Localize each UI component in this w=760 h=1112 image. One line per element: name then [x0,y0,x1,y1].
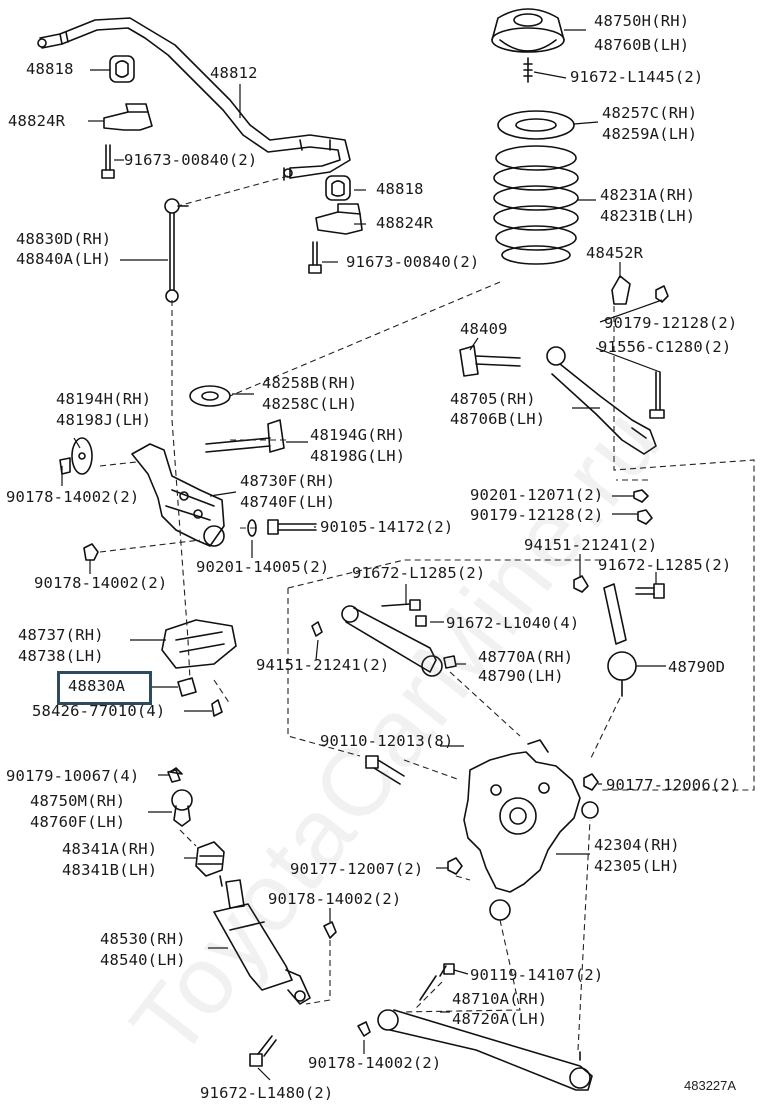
label-42305: 42305(LH) [594,857,680,875]
label-48231B: 48231B(LH) [600,207,696,225]
cam-drawing [71,437,93,475]
bound-stopper-drawing [195,841,225,887]
label-90178-14002-d: 90178-14002(2) [308,1054,442,1072]
label-48720A: 48720A(LH) [452,1010,548,1028]
label-48231A: 48231A(RH) [600,186,696,204]
label-48738: 48738(LH) [18,647,104,665]
strut-rod-drawing [603,583,665,697]
cam-plate-drawing [189,385,231,407]
label-48790D: 48790D [668,658,726,676]
highlighted-part-box [57,671,152,705]
label-48740F: 48740F(LH) [240,493,336,511]
ball-joint-drawing [167,769,193,827]
label-90177-12007: 90177-12007(2) [290,860,424,878]
label-48760F: 48760F(LH) [30,813,126,831]
label-48770A: 48770A(RH) [478,648,574,666]
label-91672-L1285-b: 91672-L1285(2) [598,556,732,574]
label-48830A: 48830A [68,677,126,695]
label-48760B: 48760B(LH) [594,36,690,54]
label-48840A: 48840A(LH) [16,250,112,268]
label-48198G: 48198G(LH) [310,447,406,465]
label-48540: 48540(LH) [100,951,186,969]
label-90179-12128-a: 90179-12128(2) [604,314,738,332]
label-90179-12128-b: 90179-12128(2) [470,506,604,524]
label-90110-12013: 90110-12013(8) [320,732,454,750]
label-90105-14172: 90105-14172(2) [320,518,454,536]
lower-arm-cover-drawing [161,619,237,669]
label-48710A: 48710A(RH) [452,990,548,1008]
label-90178-14002-c: 90178-14002(2) [268,890,402,908]
label-94151-21241-a: 94151-21241(2) [524,536,658,554]
label-48812: 48812 [210,64,258,82]
label-48750H: 48750H(RH) [594,12,690,30]
label-48257C: 48257C(RH) [602,104,698,122]
label-91672-L1040: 91672-L1040(4) [446,614,580,632]
label-48194H: 48194H(RH) [56,390,152,408]
label-48530: 48530(RH) [100,930,186,948]
label-94151-21241-b: 94151-21241(2) [256,656,390,674]
label-90178-14002-a: 90178-14002(2) [6,488,140,506]
label-90178-14002-b: 90178-14002(2) [34,574,168,592]
shock-bolt-drawing [249,1035,277,1067]
label-48258B: 48258B(RH) [262,374,358,392]
toe-control-link-drawing [311,599,457,677]
label-48824R-a: 48824R [8,112,66,130]
label-91556-C1280: 91556-C1280(2) [598,338,732,356]
steering-knuckle-drawing [463,739,599,921]
stabilizer-bushing-drawing [109,55,351,201]
label-90179-10067: 90179-10067(4) [6,767,140,785]
shock-absorber-drawing [213,879,311,1005]
label-48830D: 48830D(RH) [16,230,112,248]
stabilizer-bar-drawing [37,17,351,181]
label-48790: 48790(LH) [478,667,564,685]
bump-stopper-drawing [611,275,631,305]
coil-spring-drawing [493,145,579,265]
label-48194G: 48194G(RH) [310,426,406,444]
knuckle-bolt-drawing [365,755,405,785]
stabilizer-link-drawing [164,198,189,303]
bracket-bolt-drawing [101,144,322,274]
upper-support-drawing [491,8,565,83]
spring-insulator-drawing [497,110,575,140]
assembly-dash-lines [99,175,755,1051]
bushing-bracket-drawing [103,103,363,235]
label-91672-L1285-a: 91672-L1285(2) [352,564,486,582]
adjusting-bolt-drawing [459,345,521,377]
label-42304: 42304(RH) [594,836,680,854]
label-48824R-b: 48824R [376,214,434,232]
label-90177-12006: 90177-12006(2) [606,776,740,794]
label-90201-14005: 90201-14005(2) [196,558,330,576]
lower-control-arm-drawing [357,963,593,1091]
label-48259A: 48259A(LH) [602,125,698,143]
label-91673-00840-b: 91673-00840(2) [346,253,480,271]
label-90201-12071: 90201-12071(2) [470,486,604,504]
lower-arm-drawing [131,443,225,547]
label-58426-77010: 58426-77010(4) [32,702,166,720]
label-48818-a: 48818 [26,60,74,78]
label-48341A: 48341A(RH) [62,840,158,858]
label-48737: 48737(RH) [18,626,104,644]
label-90119-14107: 90119-14107(2) [470,966,604,984]
label-48750M: 48750M(RH) [30,792,126,810]
stabilizer-bushing-small-drawing [177,677,197,697]
diagram-id: 483227A [684,1078,737,1093]
cam-bolt-drawing [205,419,285,453]
label-91672-L1445: 91672-L1445(2) [570,68,704,86]
flange-bolt-drawing [247,519,317,537]
label-91673-00840-a: 91673-00840(2) [124,151,258,169]
label-48198J: 48198J(LH) [56,411,152,429]
label-48258C: 48258C(LH) [262,395,358,413]
label-48818-b: 48818 [376,180,424,198]
label-48341B: 48341B(LH) [62,861,158,879]
label-48452R: 48452R [586,244,644,262]
upper-arm-drawing [546,346,665,455]
label-48705: 48705(RH) [450,390,536,408]
label-48730F: 48730F(RH) [240,472,336,490]
label-48409: 48409 [460,320,508,338]
leader-lines [61,29,666,1081]
label-91672-L1480: 91672-L1480(2) [200,1084,334,1102]
label-48706B: 48706B(LH) [450,410,546,428]
